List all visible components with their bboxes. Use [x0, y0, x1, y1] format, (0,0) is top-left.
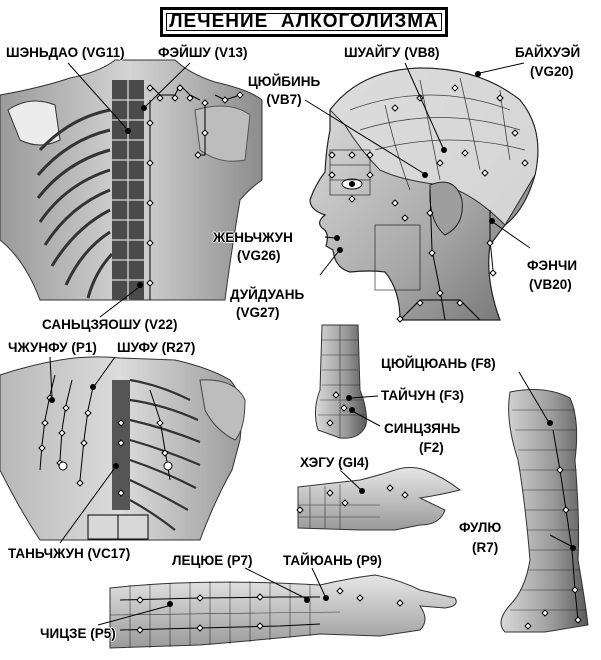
renzhong-point [334, 235, 340, 241]
back-figure [0, 59, 263, 318]
chize-point [167, 601, 173, 607]
hand-points [359, 488, 365, 494]
label-taichong: ТАЙЧУН (F3) [381, 388, 464, 403]
fengchi-point [489, 218, 495, 224]
duiduan-point [337, 247, 343, 253]
label-fengchi-name: ФЭНЧИ [527, 258, 578, 273]
label-zhongfu: ЧЖУНФУ (P1) [8, 340, 97, 355]
chest-figure [0, 356, 246, 544]
label-renzhong-code: (VG26) [237, 248, 281, 263]
label-hegu: ХЭГУ (GI4) [300, 455, 369, 470]
label-shufu: ШУФУ (R27) [117, 340, 196, 355]
head-points [334, 71, 495, 253]
label-fuliu-name: ФУЛЮ [459, 520, 502, 535]
label-sanjiaoshu: САНЬЦЗЯОШУ (V22) [42, 317, 178, 332]
hand-figure [296, 467, 462, 531]
leg-points [547, 420, 576, 551]
leg-figure [500, 371, 589, 633]
taiyuan-point [323, 595, 329, 601]
ququan-point [547, 420, 553, 426]
page-title: ЛЕЧЕНИЕ АЛКОГОЛИЗМА [160, 7, 448, 37]
label-shendao: ШЭНЬДАО (VG11) [6, 45, 125, 60]
feishu-point [141, 105, 147, 111]
arm-figure [97, 567, 457, 649]
foot-figure [314, 324, 381, 439]
lieque-point [304, 597, 310, 603]
label-baihui-name: БАЙХУЭЙ [515, 45, 581, 60]
label-fengchi-code: (VB20) [529, 277, 572, 292]
label-tsuibin-code: (VB7) [266, 92, 302, 107]
tsuibin-point [422, 172, 428, 178]
label-shuaigu: ШУАЙГУ (VB8) [344, 45, 440, 60]
label-chize: ЧИЦЗЕ (P5) [40, 626, 116, 641]
label-xingjian-name: СИНЦЗЯНЬ [384, 421, 461, 436]
label-fuliu-code: (R7) [472, 540, 499, 555]
shendao-point [125, 128, 131, 134]
label-lieque: ЛЕЦЮЕ (P7) [172, 553, 253, 568]
label-feishu: ФЭЙШУ (V13) [158, 45, 248, 60]
taichong-point [346, 395, 352, 401]
page-title-text: ЛЕЧЕНИЕ АЛКОГОЛИЗМА [169, 11, 439, 32]
back-points [125, 105, 147, 288]
label-taiyuan: ТАЙЮАНЬ (P9) [283, 553, 382, 568]
foot-points [346, 395, 355, 413]
label-baihui-code: (VG20) [530, 64, 574, 79]
arm-points [167, 595, 329, 607]
label-tanzhong: ТАНЬЧЖУН (VC17) [8, 546, 131, 561]
label-ququan: ЦЮЙЦЮАНЬ (F8) [381, 356, 496, 371]
label-duiduan-name: ДУЙДУАНЬ [230, 287, 305, 302]
zhongfu-point [49, 397, 55, 403]
tanzhong-point [113, 463, 119, 469]
fuliu-point [570, 545, 576, 551]
label-duiduan-code: (VG27) [236, 305, 280, 320]
hegu-point [359, 488, 365, 494]
label-xingjian-code: (F2) [419, 440, 444, 455]
label-renzhong-name: ЖЕНЬЧЖУН [213, 230, 293, 245]
baihui-point [475, 71, 481, 77]
label-tsuibin-name: ЦЮЙБИНЬ [247, 74, 321, 89]
shuaigu-point [441, 147, 447, 153]
sanjiaoshu-point [137, 282, 143, 288]
shufu-point [90, 384, 96, 390]
chest-points [49, 384, 119, 469]
head-figure [304, 62, 539, 323]
xingjian-point [349, 407, 355, 413]
